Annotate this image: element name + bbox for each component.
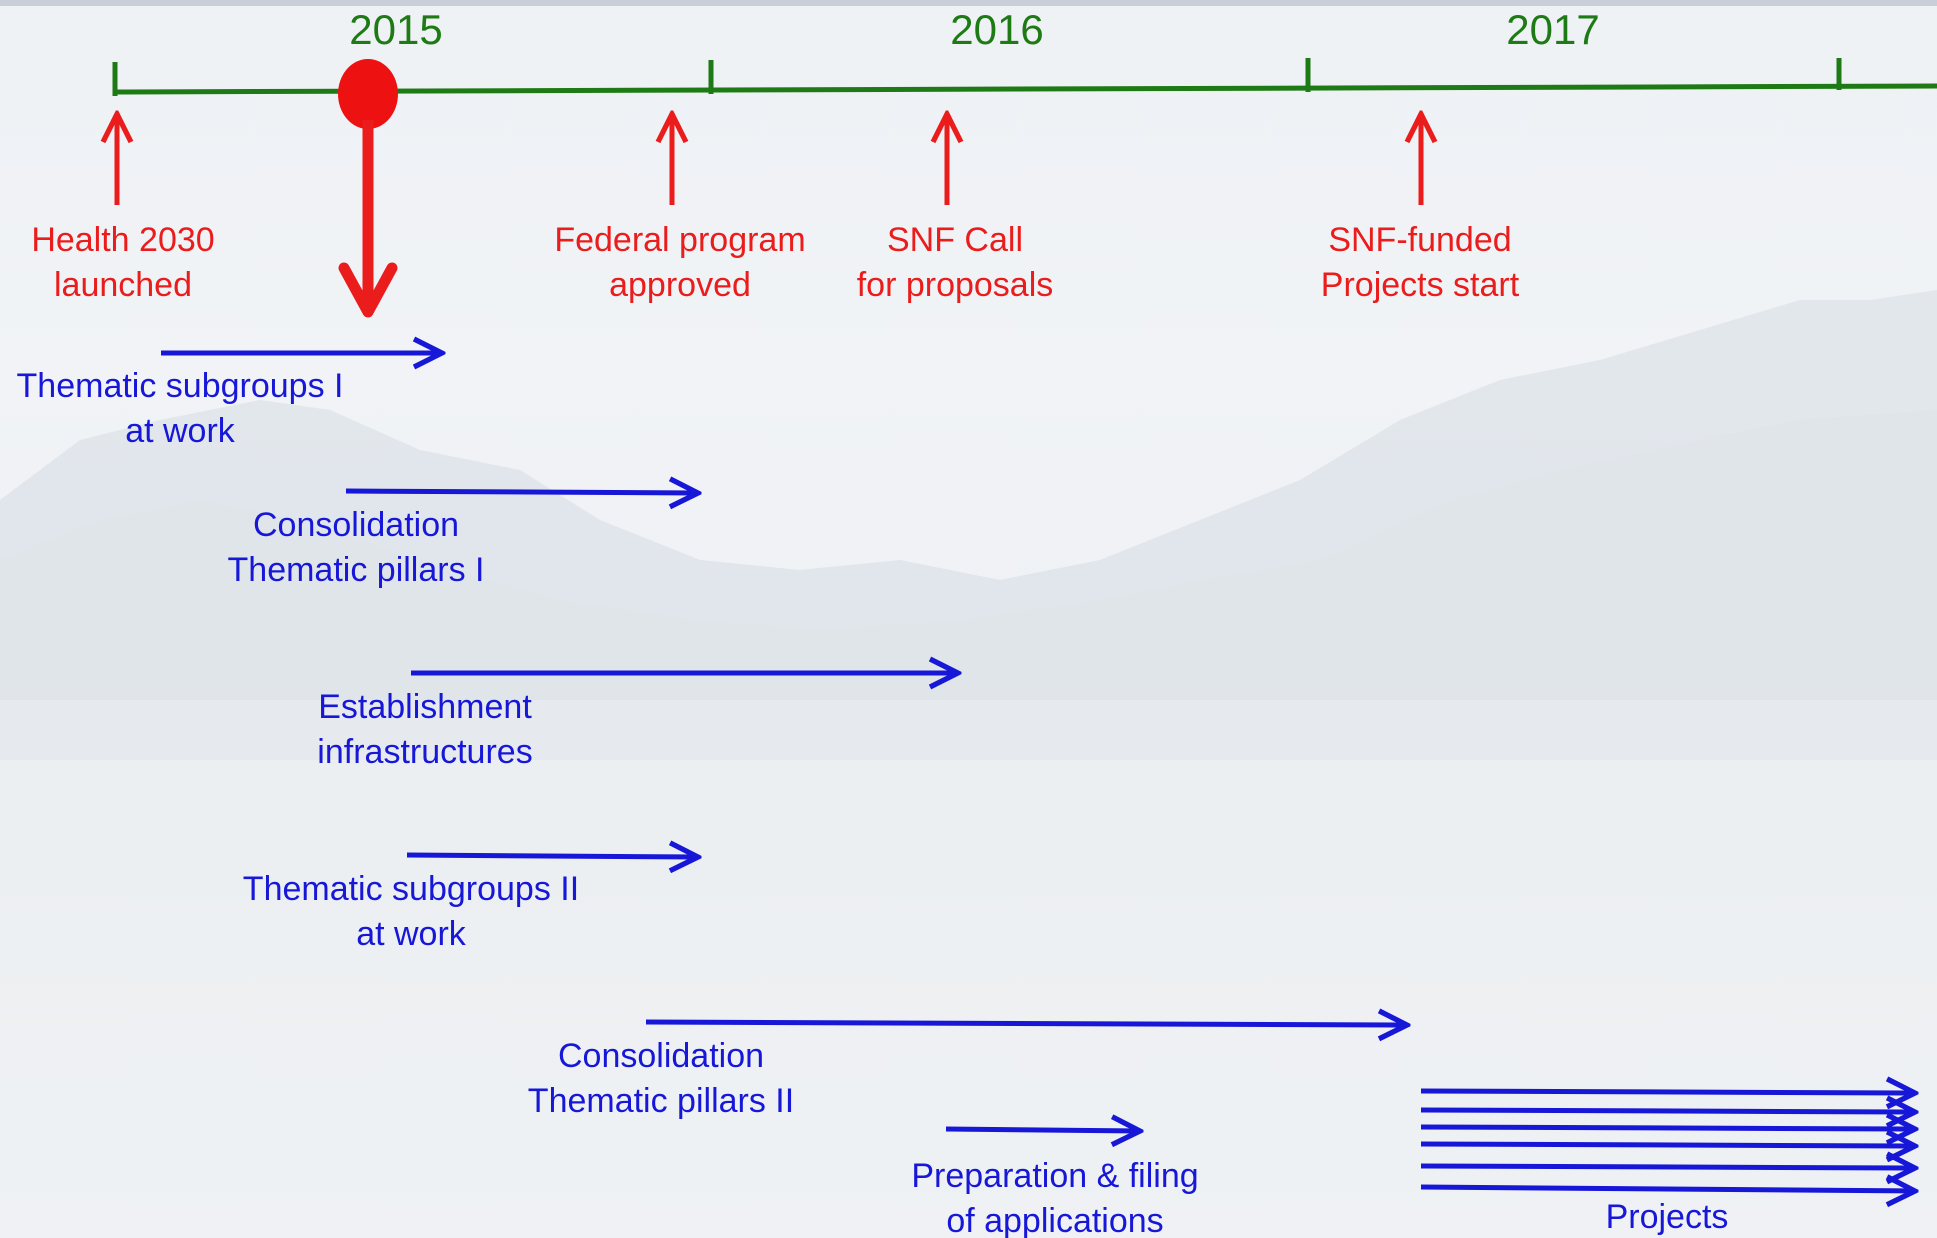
milestone-label-federal-program: Federal program approved — [530, 218, 830, 308]
activity-label-establishment: Establishment infrastructures — [300, 685, 550, 775]
milestone-label-line: SNF-funded — [1328, 221, 1512, 259]
activity-label-line: at work — [356, 915, 466, 953]
activity-label-line: Consolidation — [557, 1037, 765, 1075]
activity-label-consolidation-1: Consolidation Thematic pillars I — [206, 503, 506, 593]
milestone-label-snf-call: SNF Call for proposals — [830, 218, 1080, 308]
activity-label-line: Thematic pillars II — [527, 1082, 795, 1120]
activity-label-projects: Projects — [1567, 1195, 1767, 1238]
activity-arrow — [345, 491, 698, 493]
milestone-label-line: approved — [609, 266, 751, 304]
year-label-2015: 2015 — [349, 6, 443, 53]
activity-label-line: Thematic subgroups II — [242, 870, 580, 908]
activity-arrow — [406, 855, 698, 857]
projects-arrow — [1420, 1144, 1915, 1146]
activity-label-line: infrastructures — [317, 733, 533, 771]
activity-label-line: at work — [125, 412, 235, 450]
activity-label-line: Thematic pillars I — [227, 551, 485, 589]
milestone-label-line: for proposals — [856, 266, 1054, 304]
activity-label-consolidation-2: Consolidation Thematic pillars II — [501, 1034, 821, 1124]
activity-label-thematic-subgroups-2: Thematic subgroups II at work — [236, 867, 586, 957]
activity-arrow — [945, 1129, 1140, 1131]
milestone-label-line: SNF Call — [886, 221, 1024, 259]
milestone-label-snf-funded: SNF-funded Projects start — [1295, 218, 1545, 308]
current-position-arrowhead — [338, 262, 398, 318]
activity-label-line: Preparation & filing — [911, 1157, 1199, 1195]
year-label-2017: 2017 — [1506, 6, 1600, 53]
projects-arrow — [1420, 1091, 1915, 1093]
milestone-label-health-2030: Health 2030 launched — [0, 218, 246, 308]
milestone-label-line: Federal program — [554, 221, 806, 259]
activity-label-line: Consolidation — [252, 506, 460, 544]
activity-label-line: Projects — [1605, 1198, 1729, 1236]
projects-arrow — [1420, 1127, 1915, 1129]
activity-label-line: Establishment — [318, 688, 532, 726]
projects-arrow — [1420, 1166, 1915, 1168]
current-position-marker — [338, 59, 398, 129]
milestone-label-line: Health 2030 — [31, 221, 215, 259]
projects-arrow-bundle — [1420, 1091, 1915, 1191]
activity-label-line: of applications — [946, 1202, 1164, 1238]
timeline-axis — [114, 83, 1937, 95]
activity-label-preparation: Preparation & filing of applications — [895, 1154, 1215, 1238]
projects-arrow — [1420, 1187, 1915, 1191]
milestone-label-line: Projects start — [1320, 266, 1520, 304]
year-label-2016: 2016 — [950, 6, 1044, 53]
milestone-label-line: launched — [53, 266, 192, 304]
activity-label-line: Thematic subgroups I — [16, 367, 344, 405]
activity-label-thematic-subgroups-1: Thematic subgroups I at work — [0, 364, 360, 454]
projects-arrow — [1420, 1110, 1915, 1112]
activity-arrow — [645, 1022, 1407, 1025]
